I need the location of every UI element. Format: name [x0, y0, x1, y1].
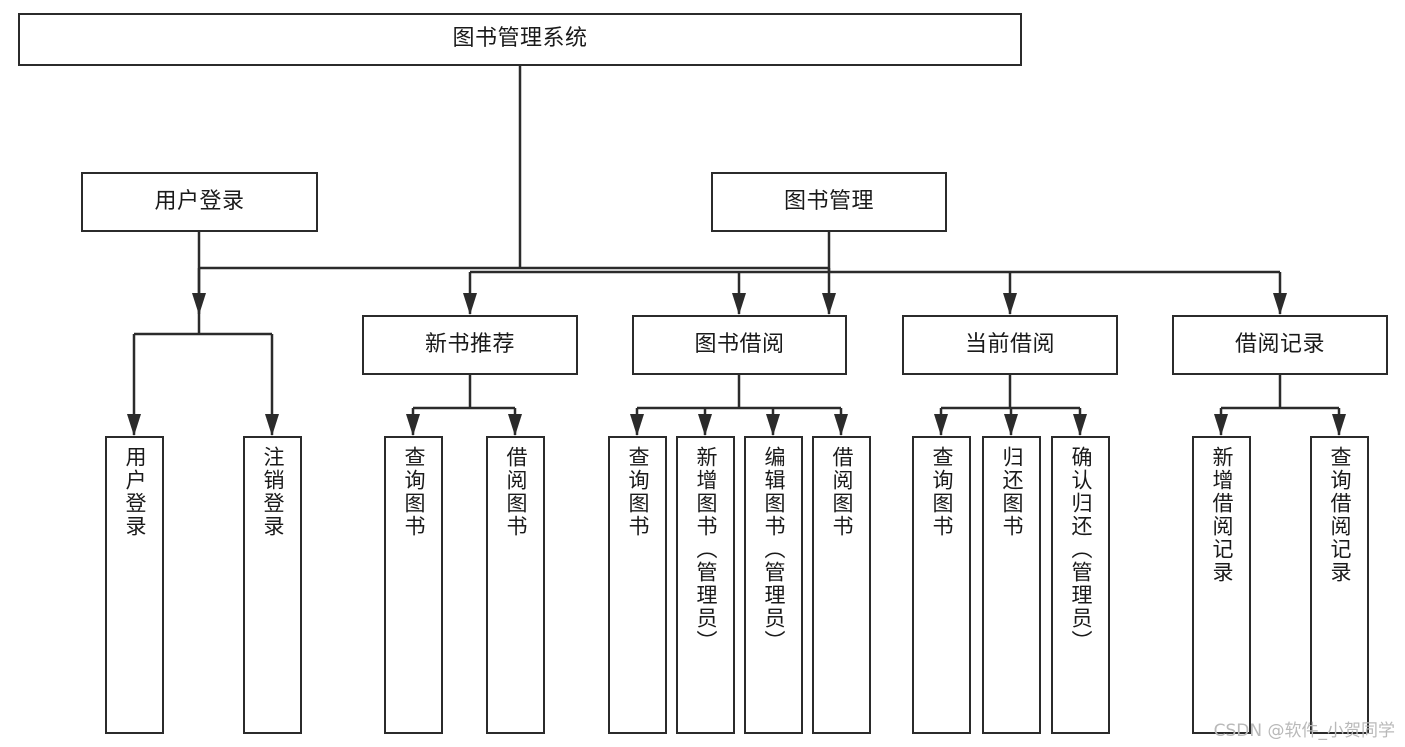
node-label: 查询图书 [626, 446, 650, 538]
node-label: 图书管理系统 [452, 26, 588, 52]
node-label: 新增借阅记录 [1210, 446, 1234, 584]
node-label: 查询图书 [930, 446, 954, 538]
node-label: 用户登录 [123, 446, 147, 538]
node-leaf4[interactable]: 借阅图书 [486, 436, 545, 734]
arrowhead-g-newbook-0 [406, 414, 420, 436]
watermark-text: CSDN @软件_小贺同学 [1213, 721, 1395, 741]
node-label: 新增图书（管理员） [694, 446, 718, 653]
node-leaf13[interactable]: 查询借阅记录 [1310, 436, 1369, 734]
node-leaf5[interactable]: 查询图书 [608, 436, 667, 734]
arrowhead-g-borrow-0 [630, 414, 644, 436]
node-label: 编辑图书（管理员） [762, 446, 786, 653]
node-label: 查询借阅记录 [1328, 446, 1352, 584]
node-leaf10[interactable]: 归还图书 [982, 436, 1041, 734]
arrowhead-g-current-2 [1073, 414, 1087, 436]
arrowhead-g-bookmg-2 [1003, 293, 1017, 315]
arrowhead-g-bookmg-1 [732, 293, 746, 315]
node-leaf8[interactable]: 借阅图书 [812, 436, 871, 734]
arrowhead-g-root-1 [822, 293, 836, 315]
node-leaf1[interactable]: 用户登录 [105, 436, 164, 734]
arrowhead-g-root-0 [192, 293, 206, 315]
node-label: 借阅图书 [504, 446, 528, 538]
node-leaf12[interactable]: 新增借阅记录 [1192, 436, 1251, 734]
node-root[interactable]: 图书管理系统 [18, 13, 1022, 66]
node-label: 图书管理 [783, 188, 874, 214]
node-current[interactable]: 当前借阅 [902, 315, 1118, 375]
node-borrow[interactable]: 图书借阅 [632, 315, 847, 375]
node-label: 查询图书 [402, 446, 426, 538]
node-label: 借阅图书 [830, 446, 854, 538]
node-label: 当前借阅 [964, 331, 1055, 357]
node-leaf7[interactable]: 编辑图书（管理员） [744, 436, 803, 734]
arrowhead-g-borrow-2 [766, 414, 780, 436]
arrowhead-g-borrow-3 [834, 414, 848, 436]
arrowhead-g-current-1 [1004, 414, 1018, 436]
node-label: 借阅记录 [1234, 331, 1325, 357]
arrowhead-g-bookmg-3 [1273, 293, 1287, 315]
node-leaf11[interactable]: 确认归还（管理员） [1051, 436, 1110, 734]
node-login[interactable]: 用户登录 [81, 172, 318, 232]
arrowhead-g-login-1 [265, 414, 279, 436]
node-label: 新书推荐 [424, 331, 515, 357]
arrowhead-g-borrow-1 [698, 414, 712, 436]
arrowhead-g-newbook-1 [508, 414, 522, 436]
node-leaf6[interactable]: 新增图书（管理员） [676, 436, 735, 734]
arrowhead-g-records-1 [1332, 414, 1346, 436]
arrowhead-g-login-0 [127, 414, 141, 436]
node-label: 归还图书 [1000, 446, 1024, 538]
node-leaf3[interactable]: 查询图书 [384, 436, 443, 734]
arrowhead-g-bookmg-0 [463, 293, 477, 315]
node-bookmgmt[interactable]: 图书管理 [711, 172, 947, 232]
node-records[interactable]: 借阅记录 [1172, 315, 1388, 375]
arrowhead-g-records-0 [1214, 414, 1228, 436]
node-label: 图书借阅 [694, 331, 785, 357]
arrowhead-g-current-0 [934, 414, 948, 436]
node-leaf2[interactable]: 注销登录 [243, 436, 302, 734]
node-label: 注销登录 [261, 446, 285, 538]
node-label: 用户登录 [154, 188, 245, 214]
node-newbook[interactable]: 新书推荐 [362, 315, 578, 375]
node-leaf9[interactable]: 查询图书 [912, 436, 971, 734]
node-label: 确认归还（管理员） [1069, 446, 1093, 653]
